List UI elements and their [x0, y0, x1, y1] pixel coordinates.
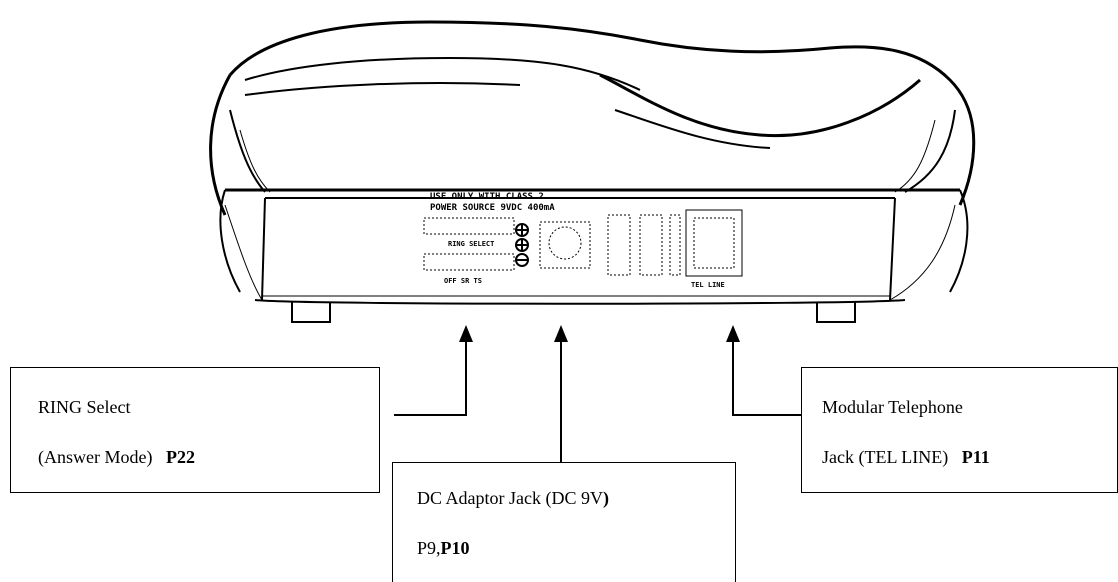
rear-panel	[423, 209, 743, 277]
dc-jack	[539, 221, 591, 269]
ring-select-callout: RING Select (Answer Mode) P22	[10, 367, 380, 493]
dc-callout-title-text: DC Adaptor Jack (DC 9V	[417, 488, 603, 508]
ring-arrowhead	[459, 325, 473, 342]
panel-label-line1: USE ONLY WITH CLASS 2	[430, 192, 544, 202]
dc-callout-title: DC Adaptor Jack (DC 9V)	[417, 489, 609, 507]
dc-callout-page1: P9,	[417, 538, 441, 558]
ring-callout-detail: (Answer Mode) P22	[38, 448, 195, 466]
tel-callout-detail: Jack (TEL LINE) P11	[822, 448, 990, 466]
connector-area	[607, 214, 681, 276]
dc-arrowhead	[554, 325, 568, 342]
ring-select-switch	[515, 223, 529, 267]
ring-callout-mode: (Answer Mode)	[38, 447, 153, 467]
leader-lines	[394, 340, 801, 462]
dc-callout-page2: P10	[440, 538, 470, 558]
panel-label-line2: POWER SOURCE 9VDC 400mA	[430, 203, 555, 213]
tel-callout-page: P11	[961, 447, 990, 467]
dc-callout-pages: P9,P10	[417, 539, 470, 557]
ring-select-label: RING SELECT	[448, 240, 494, 248]
tel-arrowhead	[726, 325, 740, 342]
tel-callout-jack: Jack (TEL LINE)	[822, 447, 949, 467]
tel-line-label: TEL LINE	[691, 281, 725, 289]
dc-adaptor-callout: DC Adaptor Jack (DC 9V) P9,P10	[392, 462, 736, 582]
tel-callout-title: Modular Telephone	[822, 397, 963, 417]
tel-line-jack	[685, 209, 743, 277]
ring-callout-title: RING Select	[38, 397, 131, 417]
ring-callout-page: P22	[165, 447, 195, 467]
device-body	[209, 20, 976, 323]
tel-leader-line	[732, 340, 801, 416]
dc-callout-title-bold: )	[602, 488, 609, 508]
mode-labels: OFF SR TS	[444, 277, 482, 285]
panel-labels: USE ONLY WITH CLASS 2 POWER SOURCE 9VDC …	[430, 192, 725, 289]
tel-jack-callout: Modular Telephone Jack (TEL LINE) P11	[801, 367, 1118, 493]
ring-leader-line	[394, 340, 467, 416]
arrowheads	[459, 325, 740, 342]
